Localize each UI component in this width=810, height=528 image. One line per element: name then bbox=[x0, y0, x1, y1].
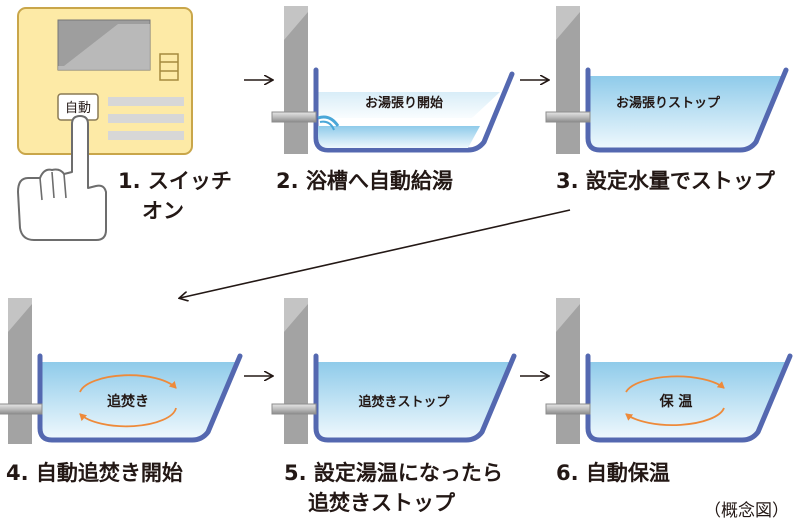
step-6-caption: 6. 自動保温 bbox=[556, 458, 670, 488]
auto-button-label: 自動 bbox=[65, 101, 91, 116]
hand-pointer-icon bbox=[17, 115, 107, 241]
caption-line: 6. 自動保温 bbox=[556, 461, 670, 485]
tub-label: 追焚きストップ bbox=[358, 394, 450, 410]
step-2-caption: 2. 浴槽へ自動給湯 bbox=[276, 166, 453, 196]
circulation-arrow-icon bbox=[79, 374, 177, 428]
circulation-arrow-icon bbox=[625, 375, 725, 426]
flow-arrow-icon bbox=[180, 209, 571, 298]
step-6-tub: 保 温 bbox=[545, 298, 793, 444]
tub-label: お湯張り開始 bbox=[365, 95, 443, 111]
caption-line: 4. 自動追焚き開始 bbox=[6, 461, 183, 485]
tub-label: お湯張りストップ bbox=[616, 95, 721, 111]
step-4-caption: 4. 自動追焚き開始 bbox=[6, 458, 183, 488]
tub-label: 追焚き bbox=[107, 393, 149, 410]
step-1-control-panel: 自動 bbox=[17, 7, 193, 155]
step-5-caption: 5. 設定湯温になったら 追焚きストップ bbox=[284, 458, 503, 518]
step-4-tub: 追焚き bbox=[0, 298, 243, 444]
step-3-caption: 3. 設定水量でストップ bbox=[556, 166, 775, 196]
step-3-tub: お湯張りストップ bbox=[545, 6, 789, 154]
caption-line: 1. スイッチ bbox=[118, 169, 232, 193]
step-2-tub: お湯張り開始 bbox=[271, 6, 515, 154]
caption-line: 3. 設定水量でストップ bbox=[556, 169, 775, 193]
water-splash-icon bbox=[317, 115, 340, 131]
caption-line: 2. 浴槽へ自動給湯 bbox=[276, 169, 453, 193]
tub-label: 保 温 bbox=[659, 393, 693, 410]
concept-note: （概念図） bbox=[704, 501, 789, 521]
step-1-caption: 1. スイッチ オン bbox=[118, 166, 232, 226]
caption-line: オン bbox=[142, 199, 184, 223]
caption-line: 5. 設定湯温になったら bbox=[284, 461, 503, 485]
caption-line: 追焚きストップ bbox=[308, 491, 455, 515]
step-5-tub: 追焚きストップ bbox=[271, 298, 517, 444]
